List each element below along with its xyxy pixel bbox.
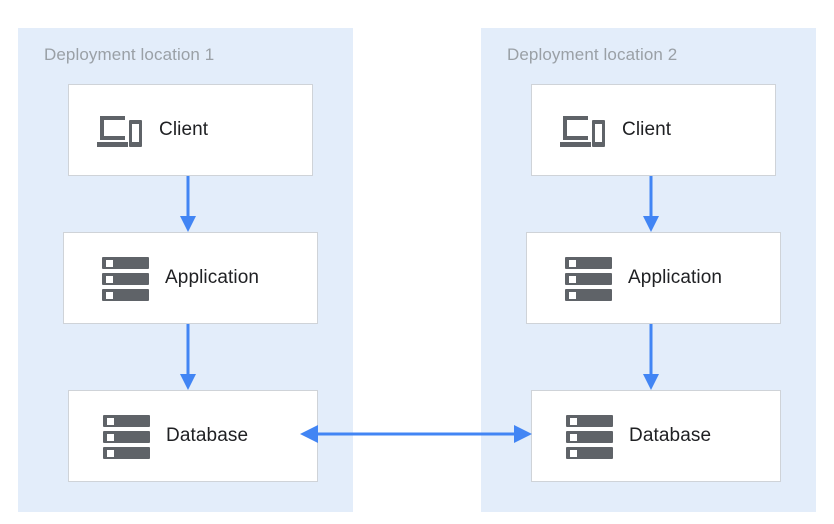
arrow-application-to-database-2 xyxy=(643,324,659,390)
server-icon xyxy=(565,256,612,301)
devices-icon xyxy=(560,116,605,147)
server-icon xyxy=(102,256,149,301)
arrow-application-to-database-1 xyxy=(180,324,196,390)
arrow-database-replication xyxy=(300,425,532,443)
node-label-client-1: Client xyxy=(159,119,209,140)
node-client-2[interactable]: Client xyxy=(531,84,776,176)
arrow-client-to-application-2 xyxy=(643,176,659,232)
deployment-location-1-panel: Deployment location 1 Client xyxy=(18,28,353,512)
node-label-database-1: Database xyxy=(166,425,249,446)
node-label-application-2: Application xyxy=(628,267,723,288)
panel-title-1: Deployment location 1 xyxy=(44,45,215,64)
node-label-application-1: Application xyxy=(165,267,260,288)
deployment-location-2-panel: Deployment location 2 Client xyxy=(481,28,816,512)
devices-icon xyxy=(97,116,142,147)
server-icon xyxy=(103,414,150,459)
panel-title-2: Deployment location 2 xyxy=(507,45,678,64)
node-client-1[interactable]: Client xyxy=(68,84,313,176)
server-icon xyxy=(566,414,613,459)
arrow-client-to-application-1 xyxy=(180,176,196,232)
node-database-1[interactable]: Database xyxy=(68,390,318,482)
node-application-1[interactable]: Application xyxy=(63,232,318,324)
node-label-client-2: Client xyxy=(622,119,672,140)
node-application-2[interactable]: Application xyxy=(526,232,781,324)
node-label-database-2: Database xyxy=(629,425,712,446)
node-database-2[interactable]: Database xyxy=(531,390,781,482)
